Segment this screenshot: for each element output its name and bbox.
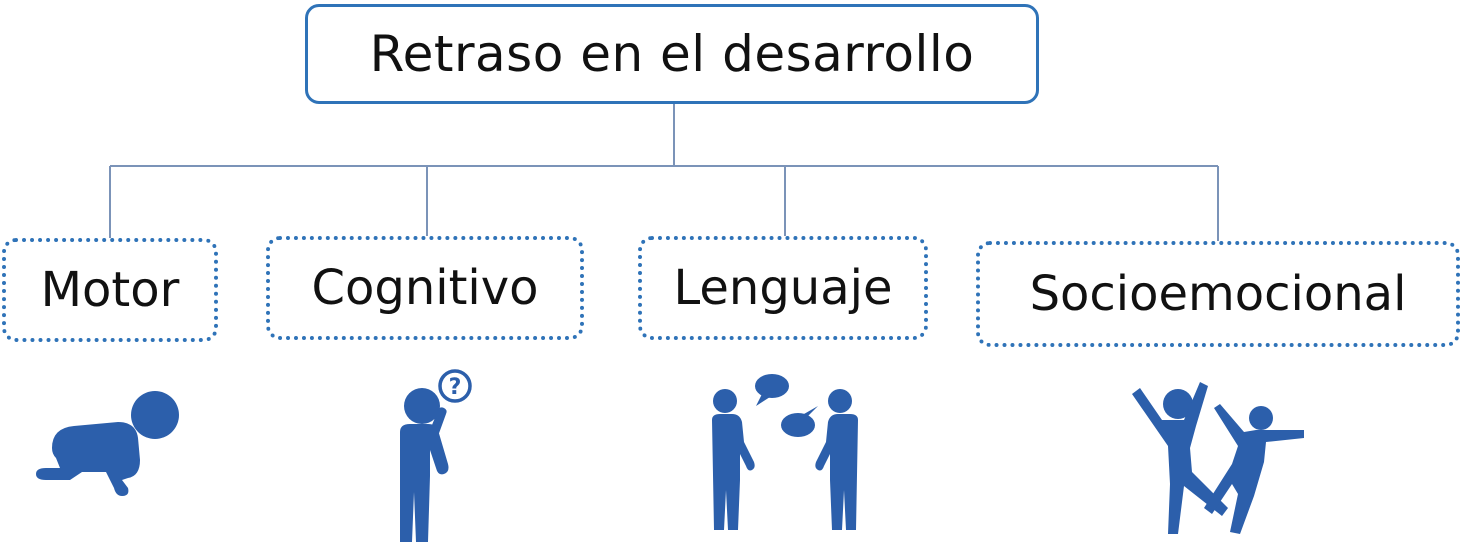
category-label-socioemocional: Socioemocional [1029, 266, 1407, 322]
category-cognitivo: Cognitivo [266, 236, 584, 340]
root-label: Retraso en el desarrollo [369, 25, 975, 83]
thinking-person-question-icon: ? [400, 369, 472, 542]
category-lenguaje: Lenguaje [638, 236, 928, 340]
two-people-dancing-icon [1132, 382, 1304, 534]
category-label-lenguaje: Lenguaje [673, 260, 893, 316]
category-label-cognitivo: Cognitivo [311, 260, 539, 316]
question-mark-glyph: ? [449, 375, 462, 400]
category-socioemocional: Socioemocional [976, 241, 1460, 347]
root-node: Retraso en el desarrollo [305, 4, 1039, 104]
category-label-motor: Motor [40, 262, 180, 318]
two-people-talking-icon [712, 374, 858, 530]
crawling-baby-icon [36, 391, 179, 496]
category-motor: Motor [2, 238, 218, 342]
